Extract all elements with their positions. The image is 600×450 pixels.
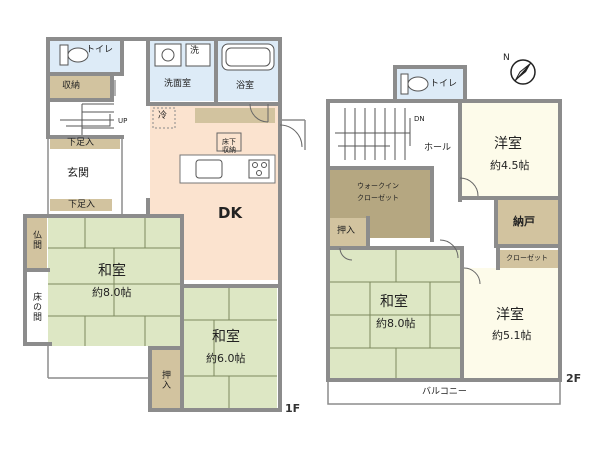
shoebox-top-area (50, 137, 120, 149)
yoshitsu-51-label: 洋室 (496, 307, 524, 323)
walkin-closet-label-1: ウォークイン (357, 182, 399, 190)
washer-icon (185, 43, 211, 67)
tokonoma-area (27, 270, 47, 342)
washitsu-6-size: 約6.0帖 (206, 352, 246, 365)
tatami-lines-1f (48, 218, 277, 408)
balcony-label: バルコニー (422, 387, 467, 397)
balcony-rail (327, 379, 561, 405)
yoshitsu-45-size: 約4.5帖 (490, 159, 530, 172)
storage-label-1f: 収納 (62, 81, 81, 91)
toilet-label-1f: トイレ (86, 45, 114, 55)
oshiire-1f-label: 押入 (160, 370, 170, 390)
walls-1f (23, 37, 282, 412)
storage-1f-area (50, 75, 110, 100)
toilet-2f-icon (400, 73, 429, 95)
entrance-area (50, 150, 120, 198)
closet-2f-label: クローゼット (506, 254, 548, 262)
washitsu-8-size: 約8.0帖 (92, 286, 132, 299)
toilet-icon (59, 44, 89, 66)
sink-icon (195, 159, 223, 179)
yoshitsu-51-area (464, 268, 558, 378)
closet-2f-area (500, 250, 558, 268)
dk-label: DK (218, 204, 243, 222)
washbasin-icon (154, 43, 182, 67)
washitsu-2f-label: 和室 (380, 294, 408, 310)
washitsu-6-label: 和室 (212, 329, 240, 345)
entrance-label: 玄関 (67, 166, 89, 179)
stove-icon (248, 159, 270, 179)
up-label: UP (118, 117, 128, 125)
underfloor-storage-label: 床下収納 (222, 138, 236, 154)
shoebox-bottom-area (50, 199, 112, 211)
stairs-1f (60, 103, 114, 136)
washitsu-2f-size: 約8.0帖 (376, 317, 416, 330)
dk-counter (195, 108, 275, 123)
oshiire-1f-area (152, 350, 180, 408)
shoebox-top-label: 下足入 (67, 138, 95, 148)
oshiire-2f-area (330, 218, 366, 248)
thin-walls-1f (47, 119, 306, 379)
floor-1-tag: 1F (285, 402, 301, 415)
floor-2: N (326, 53, 562, 405)
washroom-label: 洗面室 (164, 79, 192, 89)
washitsu-8-label: 和室 (98, 263, 126, 279)
fridge-box (152, 107, 176, 129)
fridge-label: 冷 (158, 111, 168, 121)
hall-label: ホール (424, 143, 452, 153)
svg-text:N: N (503, 53, 510, 63)
oshiire-2f-label: 押入 (337, 226, 356, 236)
compass-north-icon: N (503, 53, 536, 85)
stairs-2f (335, 108, 411, 160)
yoshitsu-45-area (462, 103, 558, 198)
yoshitsu-45-label: 洋室 (494, 136, 522, 152)
butsuma-area (27, 218, 47, 270)
nando-area (498, 200, 558, 244)
dn-label: DN (414, 115, 425, 123)
bathroom-label: 浴室 (236, 81, 255, 91)
toilet-label-2f: トイレ (430, 79, 458, 89)
walkin-closet-label-2: クローゼット (357, 194, 399, 202)
washer-label: 洗 (190, 46, 200, 56)
floor-1 (23, 37, 306, 412)
yoshitsu-51-size: 約5.1帖 (492, 329, 532, 342)
doors-1f (114, 80, 303, 148)
bathtub-icon (221, 43, 275, 71)
tatami-lines-2f (330, 250, 462, 378)
doors-2f (339, 177, 481, 285)
tokonoma-label: 床の間 (31, 292, 41, 322)
floor-2-tag: 2F (566, 372, 582, 385)
butsuma-label: 仏間 (31, 230, 41, 250)
shoebox-bottom-label: 下足入 (68, 200, 96, 210)
underfloor-storage-box (216, 132, 242, 152)
nando-label: 納戸 (513, 215, 535, 228)
